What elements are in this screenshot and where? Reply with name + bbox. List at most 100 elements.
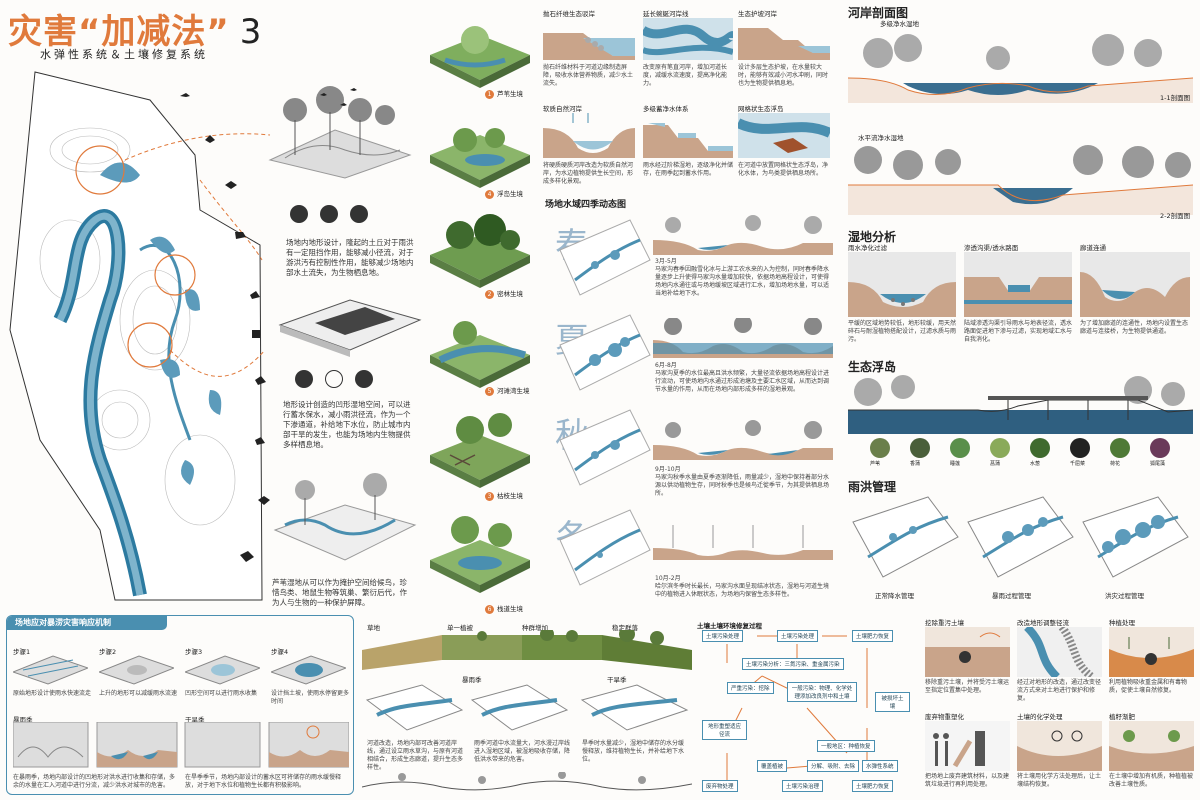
reed-wetland-diagram [273, 473, 417, 561]
eco-text: 设计多层生态护坡，在水量较大时，能够有效减小河水冲刷，同时也为生物提供栖息地。 [738, 64, 829, 87]
step-3-diagram [185, 655, 260, 685]
section1-label: 多级净水湿地 [880, 20, 919, 28]
soil-title-4: 废弃物重塑化 [925, 713, 964, 721]
habitat-block-3 [430, 413, 530, 488]
habitat-num: 3 [485, 491, 494, 501]
eco-text: 将硬质硬质河岸改造为软质自然河岸，为水边植物提供生长空间，形成多样化景观。 [543, 162, 634, 185]
dry-season-label: 干旱季 [185, 716, 205, 724]
eco-title: 抛石纤维生态驳岸 [543, 10, 595, 18]
soil-text-3: 利用植物吸收重金属和有毒物质，促使土壤自然修复。 [1109, 679, 1188, 694]
eco-diagram [543, 33, 635, 60]
rain-text: 在暴雨季，场地内部设计的凹地形对洪水进行收集和存储，多余的水量在汇入河道中进行分… [13, 774, 176, 789]
soil-node-9: 地形重塑适应径流 [702, 720, 747, 740]
float-island-heading: 生态浮岛 [848, 360, 897, 374]
plant-circle-4 [990, 438, 1010, 458]
succession-maps [365, 684, 689, 731]
soil-node-2: 土壤污染处理 [777, 630, 819, 642]
flood-label-3: 洪灾过程管理 [1105, 592, 1144, 600]
succession-text-1: 河道改造，场地内部可改善河道岸线，通过设立雨水草沟，与原有河道相结合，形成生态廊… [367, 740, 464, 771]
plant-label: 睡莲 [950, 461, 961, 467]
plant-circle-5 [1030, 438, 1050, 458]
terrain-text: 场地内地形设计，隆起的土丘对于雨洪有一定阻挡作用，能够减小径流，对于游洪汚有控制… [286, 238, 414, 277]
wetland-title-1: 雨水净化过滤 [848, 244, 887, 252]
reed-text: 芦苇湿地从可以作为掩护空间给候鸟，珍惜鸟类、地鼠生物等筑巢、繁衍后代，作为人与生… [272, 578, 407, 607]
plant-label: 荷花 [1110, 461, 1121, 467]
step-4-diagram [271, 655, 346, 685]
plant-circle-7 [1110, 438, 1130, 458]
step-4-text: 设计挡土坡，使雨水停留更多时间 [271, 690, 350, 705]
soil-flowchart: 土壤土壤环境修复过程 土壤污染处理 土壤污染处理 土壤肥力恢复 土壤污染分析：三… [697, 620, 912, 798]
flow-arrows [726, 635, 868, 788]
autumn-date: 9月-10月 [655, 466, 681, 473]
soil-node-4: 土壤污染分析：三氮污染、重金属污染 [742, 658, 844, 670]
plant-label: 狐尾藻 [1150, 461, 1166, 467]
plant-label: 芦苇 [870, 461, 881, 467]
step-1-diagram [13, 655, 88, 685]
soil-node-7: 被损坏土壤 [875, 692, 910, 712]
flood-label-1: 正常降水管理 [875, 592, 914, 600]
soil-node-6: 一般污染：物理、化学处理添加改良剂中和土壤 [787, 682, 857, 702]
summer-text: 马家沟夏季的水位最高且洪水频繁，大量径流依据场地高程设计进行流动，可使场地内水通… [655, 370, 830, 393]
stage-1: 草地 [367, 624, 380, 632]
soil-node-8: 一般地区：种植恢复 [817, 740, 875, 752]
habitat-name: 枯枝生境 [497, 492, 523, 500]
stage-4: 稳定群落 [612, 624, 638, 632]
spring-text: 马家沟春季因融雪化冰与上游工农水来的入为控制，同时春季降水量逐步上升使得马家沟水… [655, 266, 830, 297]
section1-num: 1-1剖面图 [1160, 94, 1191, 102]
float-island-section [848, 375, 1193, 434]
step-3-text: 凹形空间可以进行雨水收集 [185, 690, 258, 697]
dry-label: 干旱季 [607, 676, 627, 684]
soil-remediation-grid: 挖除重污土壤 移除重污土壤，并将受污土壤运至指定位置集中处理。 改造地形调整径流… [920, 615, 1195, 798]
succession-panel: 草地 单一植被 种群增加 稳定群落 暴雨季 干旱季 河道改造，场地内部可改善河道… [362, 622, 692, 797]
habitat-num: 1 [485, 89, 494, 99]
succession-text-3: 旱季时水量减少，湿地中储存的水分缓慢释放，维持植物生长，并补给地下水位。 [582, 740, 685, 763]
soil-node-11: 分解、吸附、去除 [807, 760, 860, 772]
flood-maps [852, 496, 1189, 578]
plant-icons: 芦苇 香蒲 睡莲 菖蒲 水葱 千屈菜 荷花 狐尾藻 [870, 438, 1195, 468]
stage-2: 单一植被 [447, 624, 473, 632]
plant-label: 菖蒲 [990, 461, 1001, 467]
step-1-text: 原始地形设计使雨水快速流走 [13, 690, 92, 697]
habitat-block-5 [430, 321, 530, 388]
spring-section [653, 215, 833, 255]
step-2-diagram [99, 655, 174, 685]
forest-terrain-diagram [268, 86, 412, 179]
habitat-block-2 [430, 214, 530, 288]
panel-header: 场地应对暴涝灾害响应机制 [7, 616, 167, 630]
cloud-icon [355, 370, 373, 388]
soil-node-1: 土壤污染处理 [702, 630, 744, 642]
eco-diagram [543, 113, 635, 158]
step-1-label: 步骤1 [13, 648, 31, 656]
habitat-name: 密林生境 [497, 290, 523, 298]
poster-title: 灾害“加减法”3 [8, 4, 262, 53]
soil-text-5: 将土壤用化学方法处理后，让土壤结构恢复。 [1017, 773, 1102, 788]
fish-icon [295, 370, 313, 388]
plant-circle-6 [1070, 438, 1090, 458]
wetland-diagram-2 [964, 252, 1072, 317]
section2-num: 2-2剖面图 [1160, 212, 1191, 220]
panel-heading: 场地应对暴涝灾害响应机制 [15, 618, 111, 627]
eco-text: 抛石纤维材料于河道边缘制造屏障，吸收水体营养物质，减少水土流失。 [543, 64, 634, 87]
seasons-heading: 场地水域四季动态图 [545, 200, 627, 210]
soil-diagram-5 [1017, 721, 1102, 771]
soil-node-5: 严重污染：挖除 [727, 682, 774, 694]
habitat-block-1 [430, 26, 530, 88]
eco-cell-5: 多级蓄净水体系 雨水经过阶梯湿地，逐级净化并储存，在雨季起到蓄水作用。 [643, 103, 733, 178]
flood-label-2: 暴雨过程管理 [992, 592, 1031, 600]
plant-label: 千屈菜 [1070, 461, 1086, 467]
habitat-name: 栈道生境 [497, 605, 523, 613]
rain-dry-diagrams [13, 722, 349, 768]
eco-title: 软质自然河岸 [543, 105, 582, 113]
eco-diagram [735, 113, 833, 158]
soil-node-12: 水弹性系统 [862, 760, 898, 772]
dry-text: 在旱季季节，场地内部设计的蓄水区可将储存的雨水缓慢释放，对于地下水位和植物生长都… [185, 774, 342, 789]
soil-title-2: 改造地形调整径流 [1017, 619, 1069, 627]
plant-circle-2 [910, 438, 930, 458]
terrain2-text: 地形设计创造的凹形湿地空间，可以进行蓄水保水，减小雨洪径流，作为一个下渗通道，补… [283, 400, 411, 449]
soil-title-3: 种植处理 [1109, 619, 1135, 627]
leaf-icon [350, 205, 368, 223]
